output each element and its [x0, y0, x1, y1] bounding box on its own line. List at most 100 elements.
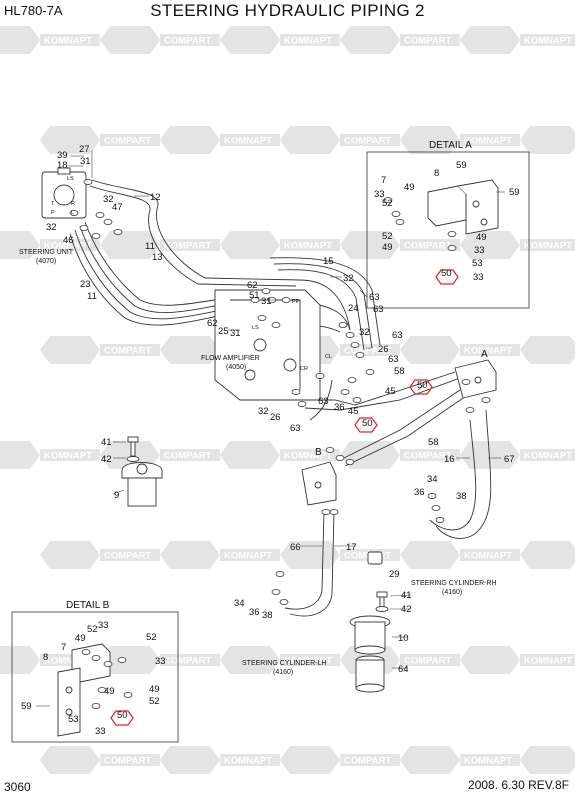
watermark-tile: COMPART	[340, 441, 460, 469]
part-callout: 32	[343, 273, 354, 284]
part-callout: 32	[103, 194, 114, 205]
fitting	[355, 351, 365, 358]
part-callout: 64	[398, 664, 409, 675]
watermark-tile: COMPART	[40, 126, 160, 154]
part-callout: 11	[145, 241, 155, 252]
fitting	[279, 599, 289, 606]
part-callout: 32	[258, 406, 269, 417]
watermark-tile: COMPART	[520, 336, 575, 364]
part-callout: 58	[394, 366, 405, 377]
watermark-tile: KOMNAPT	[160, 541, 280, 569]
diagram-labels: DETAIL A DETAIL B STEERING UNIT (4070) F…	[19, 140, 497, 676]
part-callout: 59	[509, 187, 520, 198]
watermark-word: COMPART	[344, 136, 392, 147]
part-callout: 45	[385, 386, 396, 397]
fitting	[113, 228, 123, 235]
part-callout: 49	[75, 633, 86, 644]
component-shapes	[41, 167, 499, 737]
fitting-29	[367, 551, 383, 565]
watermark-word: COMPART	[164, 451, 212, 462]
watermark-tile: COMPART	[40, 746, 160, 774]
watermark-tile: COMPART	[100, 26, 220, 54]
fitting	[271, 321, 281, 328]
fitting	[345, 458, 355, 465]
part-callout: 52	[87, 624, 98, 635]
label-cylinder-lh-ref: (4160)	[273, 669, 293, 676]
view-letter-a: A	[481, 349, 488, 360]
steering-unit	[41, 167, 87, 219]
watermark-word: COMPART	[164, 656, 212, 667]
part-callout: 50	[362, 418, 373, 429]
page-number: 3060	[4, 780, 31, 794]
watermark-tile: KOMNAPT	[220, 441, 340, 469]
part-callout: 33	[95, 726, 106, 737]
watermark-tile: COMPART	[520, 126, 575, 154]
red-highlight-marker	[354, 417, 378, 433]
fitting	[257, 314, 267, 321]
watermark-tile: KOMNAPT	[160, 746, 280, 774]
part-callout: 42	[101, 454, 112, 465]
watermark-tile: KOMNAPT	[160, 126, 280, 154]
bolt-41-right	[375, 591, 389, 612]
part-callout: 62	[247, 280, 258, 291]
watermark-word: COMPART	[404, 241, 452, 252]
part-callout: 52	[146, 632, 157, 643]
part-callout: 53	[68, 714, 79, 725]
watermark-word: KOMNAPT	[224, 136, 272, 147]
part-callout: 33	[473, 272, 484, 283]
port-l: L	[71, 210, 74, 216]
watermark-word: KOMNAPT	[284, 656, 332, 667]
watermark-word: KOMNAPT	[464, 346, 512, 357]
leader-lines	[36, 150, 505, 707]
fitting	[329, 508, 339, 515]
revision-date: 2008. 6.30 REV.8F	[468, 778, 569, 792]
part-callout: 38	[262, 610, 273, 621]
part-callout: 36	[414, 487, 425, 498]
watermark-word: KOMNAPT	[524, 451, 572, 462]
part-callout: 52	[382, 231, 393, 242]
part-callout: 47	[112, 202, 123, 213]
watermark-word: COMPART	[344, 756, 392, 767]
part-callout: 23	[80, 279, 91, 290]
part-callout: 7	[61, 642, 66, 653]
fitting	[465, 406, 475, 413]
watermark-tile: KOMNAPT	[460, 26, 575, 54]
fitting	[365, 368, 375, 375]
watermark-tile: KOMNAPT	[460, 441, 575, 469]
part-callout: 51	[249, 290, 260, 301]
fitting	[69, 209, 79, 216]
watermark-tile: COMPART	[40, 336, 160, 364]
label-cylinder-lh: STEERING CYLINDER-LH	[242, 660, 326, 667]
part-callout: 38	[456, 491, 467, 502]
fitting	[91, 232, 101, 239]
watermark-word: COMPART	[404, 656, 452, 667]
label-flow-amplifier: FLOW AMPLIFIER	[201, 355, 260, 362]
port-p: P	[51, 210, 55, 216]
part-callout: 49	[149, 684, 160, 695]
fitting	[123, 692, 133, 699]
watermark-word: KOMNAPT	[524, 241, 572, 252]
fitting	[435, 517, 445, 524]
part-callout: 24	[348, 303, 359, 314]
watermark-word: KOMNAPT	[44, 36, 92, 47]
port-ls-amp: LS	[252, 325, 259, 331]
watermark-word: KOMNAPT	[524, 656, 572, 667]
part-callout: 49	[404, 182, 415, 193]
red-part-markers	[110, 269, 459, 726]
watermark-word: COMPART	[104, 136, 152, 147]
watermark-tile: COMPART	[40, 541, 160, 569]
watermark-tile: COMPART	[100, 646, 220, 674]
part-callout: 63	[318, 396, 329, 407]
part-callout: 49	[104, 686, 115, 697]
watermark-word: KOMNAPT	[524, 36, 572, 47]
part-callout: 52	[382, 198, 393, 209]
part-callout: 63	[290, 423, 301, 434]
fitting	[345, 331, 355, 338]
fitting	[321, 508, 331, 515]
fitting	[97, 687, 107, 694]
part-callout: 63	[388, 354, 399, 365]
label-flow-amplifier-ref: (4050)	[226, 364, 246, 371]
part-callout: 33	[98, 620, 109, 631]
watermark-tile: KOMNAPT	[0, 231, 100, 259]
